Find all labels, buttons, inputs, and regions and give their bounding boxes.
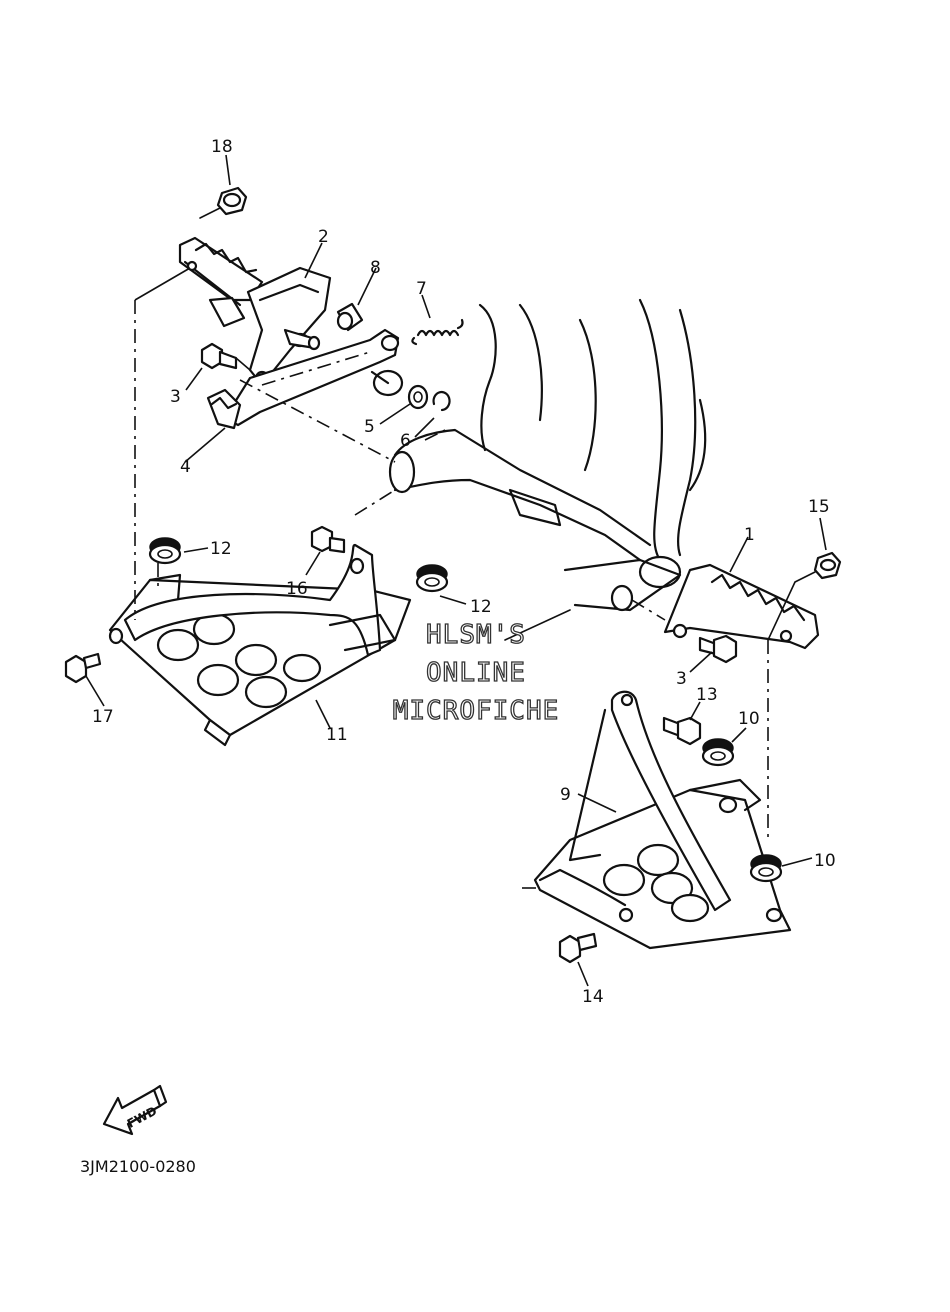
watermark: HLSM'S ONLINE MICROFICHE [392,619,560,726]
fwd-arrow-icon: FWD [102,1084,168,1136]
spring-7 [411,318,464,346]
bolt-13 [662,716,702,746]
callout-12-center: 12 [470,597,492,617]
nut-18 [199,186,248,219]
bolt-16 [310,525,346,554]
right-footpeg [663,563,820,650]
watermark-line-1: HLSM'S [426,620,526,650]
diagram-code: 3JM2100-0280 [80,1157,196,1176]
grommet-10-upper [701,738,735,767]
frame-outline [354,298,707,641]
bolt-3-right [698,634,738,664]
callout-6: 6 [400,431,411,451]
callout-8: 8 [370,258,381,278]
callout-17: 17 [92,707,114,727]
grommet-12-center [415,564,449,593]
callout-11: 11 [326,725,348,745]
callout-9: 9 [560,785,571,805]
callout-7: 7 [416,279,427,299]
callout-10-upper: 10 [738,709,760,729]
callout-4: 4 [180,457,191,477]
callout-15: 15 [808,497,830,517]
callout-12-left: 12 [210,539,232,559]
pedal-4 [206,328,404,430]
right-footrest-assembly [631,551,842,840]
skid-plate-9 [533,690,792,950]
callout-13: 13 [696,685,718,705]
callout-5: 5 [364,417,375,437]
collar-8 [336,302,364,332]
bolt-3-left [200,342,251,371]
bolt-14 [558,932,598,964]
washer-5 [407,384,429,410]
bolt-17 [64,652,102,684]
callout-10-lower: 10 [814,851,836,871]
right-guard-assembly [522,690,792,964]
callout-16: 16 [286,579,308,599]
callout-14: 14 [582,987,604,1007]
callout-labels: 18 2 8 7 3 4 5 6 12 16 12 17 11 1 15 3 1… [92,137,836,1007]
left-footrest-assembly [178,186,464,463]
callout-2: 2 [318,227,329,247]
callout-18: 18 [211,137,233,157]
callout-3-left: 3 [170,387,181,407]
watermark-line-3: MICROFICHE [393,696,560,726]
nut-15 [794,551,842,583]
leader-lines [85,154,827,987]
left-guard-assembly [64,267,412,747]
footrest-bracket [246,266,332,387]
callout-1: 1 [744,525,755,545]
grommet-12-left [148,537,182,565]
watermark-line-2: ONLINE [426,658,526,688]
skid-plate-11 [108,543,412,747]
left-footpeg [178,236,264,328]
clip-6 [432,390,451,412]
grommet-10-lower [749,854,783,883]
callout-3-right: 3 [676,669,687,689]
